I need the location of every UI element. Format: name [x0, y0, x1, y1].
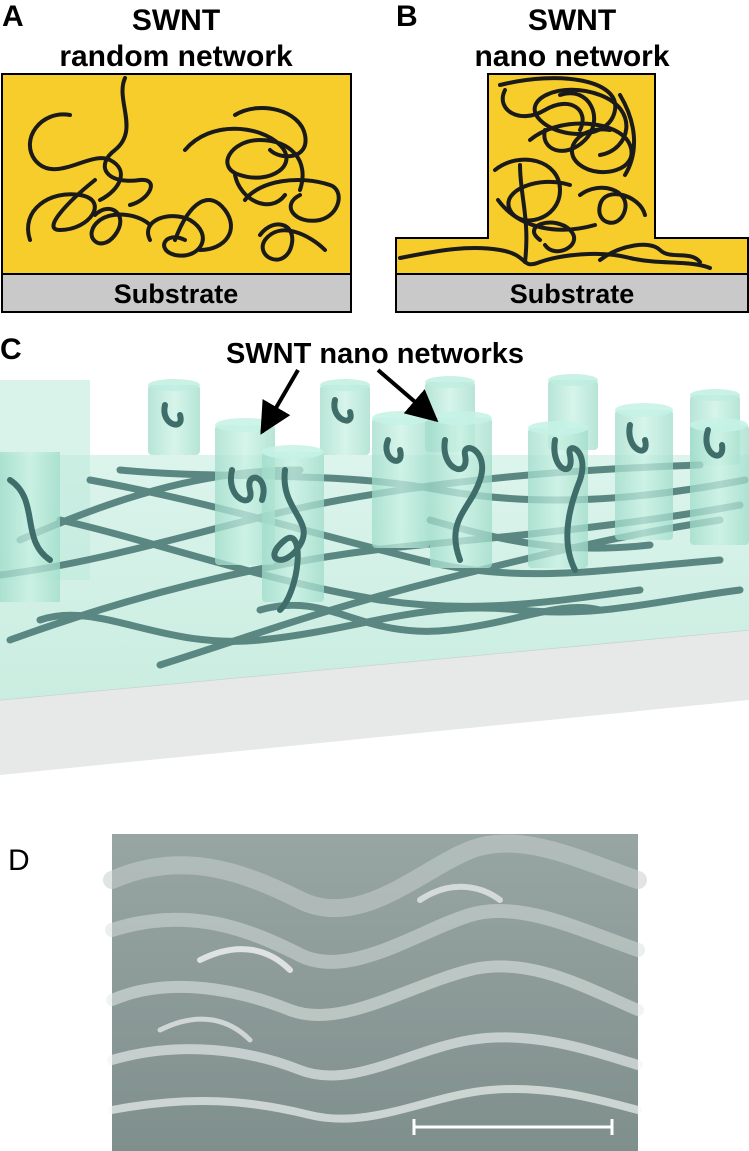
- panel-c-arrow-right: [376, 368, 439, 423]
- panel-b-nanotubes: [398, 76, 712, 270]
- panel-c-substrate: [0, 630, 749, 775]
- panel-a-diagram: Substrate: [1, 73, 352, 313]
- panel-b-title-line2: nano network: [474, 40, 670, 73]
- panel-b-letter: B: [396, 0, 418, 33]
- panel-b-substrate: [395, 273, 749, 313]
- panel-d-scale-bar: [412, 1119, 614, 1135]
- panel-b-substrate-label: Substrate: [510, 279, 635, 309]
- panel-c-arrow-left: [260, 368, 300, 435]
- panel-b-diagram: Substrate: [395, 73, 749, 313]
- panel-a-title-line1: SWNT: [131, 4, 221, 37]
- panel-c-letter: C: [0, 333, 22, 366]
- panel-c-diagram: SWNT nano networks: [0, 338, 749, 775]
- panel-a-nanotubes: [26, 76, 341, 262]
- panel-c-pillar-tubes: [7, 397, 726, 613]
- panel-c-callout: SWNT nano networks: [226, 338, 524, 370]
- panel-d-letter: D: [8, 844, 30, 877]
- panel-a-title-line2: random network: [59, 40, 293, 73]
- panel-b-title-line1: SWNT: [527, 4, 617, 37]
- panel-a-substrate-label: Substrate: [114, 279, 239, 309]
- panel-a-substrate: [1, 273, 352, 313]
- panel-a-film: [1, 73, 352, 275]
- panel-d-sem-image: [103, 834, 647, 1151]
- panel-a-letter: A: [2, 0, 24, 33]
